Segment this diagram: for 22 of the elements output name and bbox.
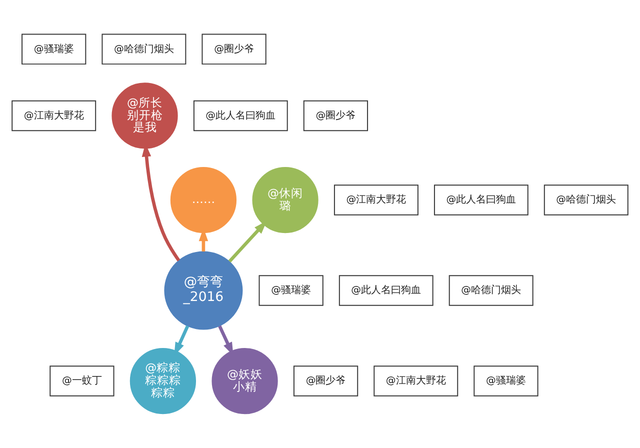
node-box: @此人名曰狗血 [338,275,434,306]
node-box: @此人名曰狗血 [434,184,528,216]
node-box: @骚瑞婆 [258,275,324,306]
node-circle: …… [170,166,237,234]
node-circle: @妖妖小精 [212,348,278,414]
arrow [228,220,267,262]
node-circle: @所长别开枪是我 [112,82,178,149]
node-box: @此人名曰狗血 [193,100,288,132]
node-box: @哈德门烟头 [448,275,534,306]
node-box: @哈德门烟头 [102,34,186,65]
node-box: @江南大野花 [12,100,96,132]
node-circle: @粽粽粽粽粽粽粽 [130,348,196,414]
node-box: @江南大野花 [374,366,458,396]
node-box: @江南大野花 [334,184,418,216]
node-box: @一蚊丁 [50,366,114,396]
node-circle: @弯弯_2016 [164,251,243,330]
node-box: @圈少爷 [303,100,368,132]
node-box: @圈少爷 [202,34,266,65]
node-box: @圈少爷 [293,366,358,396]
node-box: @骚瑞婆 [22,34,86,65]
node-box: @骚瑞婆 [474,366,538,396]
node-box: @哈德门烟头 [544,184,628,216]
